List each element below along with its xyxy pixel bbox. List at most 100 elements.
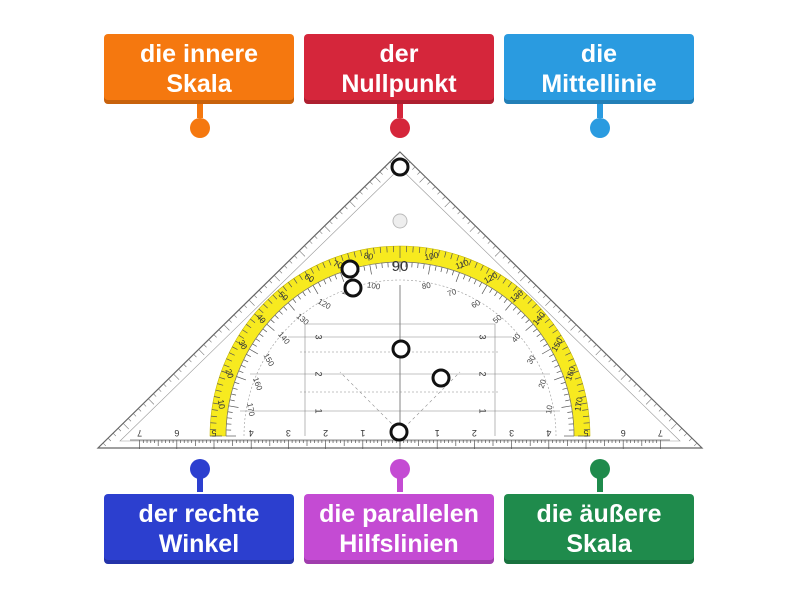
edge-tick: [278, 270, 283, 274]
edge-tick: [163, 383, 167, 387]
inner-degree-tick: [499, 295, 503, 300]
inner-degree-tick: [428, 264, 431, 275]
drop-marker-zero-point[interactable]: [389, 422, 409, 442]
degree-tick: [567, 370, 579, 376]
inner-degree-tick: [243, 359, 249, 363]
degree-tick: [437, 250, 440, 257]
edge-tick: [653, 403, 657, 407]
edge-tick: [364, 186, 368, 190]
edge-tick: [628, 378, 632, 383]
edge-tick: [442, 196, 446, 200]
inner-degree-tick: [525, 319, 530, 324]
inner-degree-tick: [451, 270, 455, 276]
drop-marker-parallel-line[interactable]: [431, 368, 451, 388]
degree-tick: [522, 294, 528, 300]
connector-dot-parallel-lines[interactable]: [390, 459, 410, 479]
degree-tick: [576, 383, 583, 386]
degree-tick: [562, 346, 568, 350]
edge-tick: [671, 423, 678, 430]
connector-dot-center-line[interactable]: [590, 118, 610, 138]
label-zero-point[interactable]: der Nullpunkt: [304, 34, 494, 104]
edge-tick: [329, 220, 333, 225]
drop-marker-outer-scale-point[interactable]: [340, 259, 360, 279]
degree-tick: [474, 262, 478, 269]
edge-tick: [512, 265, 516, 269]
edge-tick: [299, 250, 306, 257]
inner-degree-tick: [560, 381, 566, 385]
inner-degree-tick: [302, 291, 306, 297]
degree-tick: [570, 364, 577, 368]
edge-tick: [334, 215, 338, 220]
degree-tick: [460, 257, 466, 269]
inner-degree-tick: [556, 370, 562, 374]
edge-tick: [593, 344, 597, 348]
inner-degree-tick: [334, 274, 338, 280]
edge-tick: [663, 413, 667, 417]
edge-tick: [273, 275, 280, 282]
inner-scale-label: 160: [251, 376, 264, 392]
label-inner-scale[interactable]: die innere Skala: [104, 34, 294, 104]
edge-tick: [289, 260, 293, 264]
degree-tick: [552, 329, 558, 334]
label-center-line[interactable]: die Mittellinie: [504, 34, 694, 104]
inner-degree-tick: [446, 268, 449, 274]
degree-tick: [316, 265, 320, 271]
degree-tick: [226, 358, 233, 362]
edge-tick: [558, 309, 562, 313]
drop-marker-apex[interactable]: [390, 157, 410, 177]
degree-tick: [456, 255, 460, 262]
ruler-label: 7: [658, 428, 663, 438]
degree-tick: [425, 247, 427, 254]
inner-degree-tick: [479, 282, 482, 287]
degree-tick: [582, 409, 589, 411]
inner-scale-label: 170: [245, 402, 256, 417]
drop-marker-inner-scale-point[interactable]: [343, 278, 363, 298]
ruler-label: 4: [249, 428, 254, 438]
ruler-label: 6: [174, 428, 179, 438]
degree-tick: [468, 259, 472, 266]
edge-tick: [603, 354, 607, 358]
edge-tick: [309, 240, 313, 244]
inner-degree-tick: [238, 370, 244, 374]
connector-dot-right-angle[interactable]: [190, 459, 210, 479]
inner-degree-tick: [226, 417, 232, 419]
edge-tick: [248, 299, 255, 306]
connector-dot-outer-scale[interactable]: [590, 459, 610, 479]
label-center-line-text: die Mittellinie: [541, 40, 657, 98]
connector-stem-outer-scale: [597, 478, 603, 492]
label-right-angle[interactable]: der rechte Winkel: [104, 494, 294, 564]
label-outer-scale[interactable]: die äußere Skala: [504, 494, 694, 564]
edge-tick: [354, 196, 358, 200]
inner-degree-tick: [283, 306, 288, 311]
drop-marker-center-line[interactable]: [391, 339, 411, 359]
edge-tick: [444, 201, 451, 208]
label-inner-scale-text: die innere Skala: [139, 40, 259, 98]
edge-tick: [379, 171, 383, 175]
inner-degree-tick: [228, 405, 239, 408]
connector-dot-zero-point[interactable]: [390, 118, 410, 138]
right-angle-diagonals: [339, 371, 461, 433]
edge-tick: [359, 191, 363, 195]
label-parallel-lines[interactable]: die parallelen Hilfslinien: [304, 494, 494, 564]
outer-scale-label: 30: [236, 338, 250, 351]
edge-tick: [218, 329, 222, 333]
edge-tick: [668, 418, 673, 422]
degree-tick: [288, 282, 293, 288]
connector-dot-inner-scale[interactable]: [190, 118, 210, 138]
ruler-label: 2: [323, 428, 328, 438]
edge-tick: [638, 388, 642, 392]
degree-tick: [250, 318, 256, 323]
ruler-label: 4: [546, 428, 551, 438]
inner-degree-tick: [340, 272, 345, 283]
degree-tick: [579, 396, 586, 399]
edge-tick: [284, 265, 288, 269]
edge-tick: [178, 368, 182, 373]
degree-tick: [536, 313, 546, 322]
edge-tick: [183, 363, 187, 368]
edge-tick: [432, 186, 436, 190]
connector-stem-inner-scale: [197, 104, 203, 118]
ruler-label: 1: [435, 428, 440, 438]
degree-tick: [544, 318, 550, 323]
